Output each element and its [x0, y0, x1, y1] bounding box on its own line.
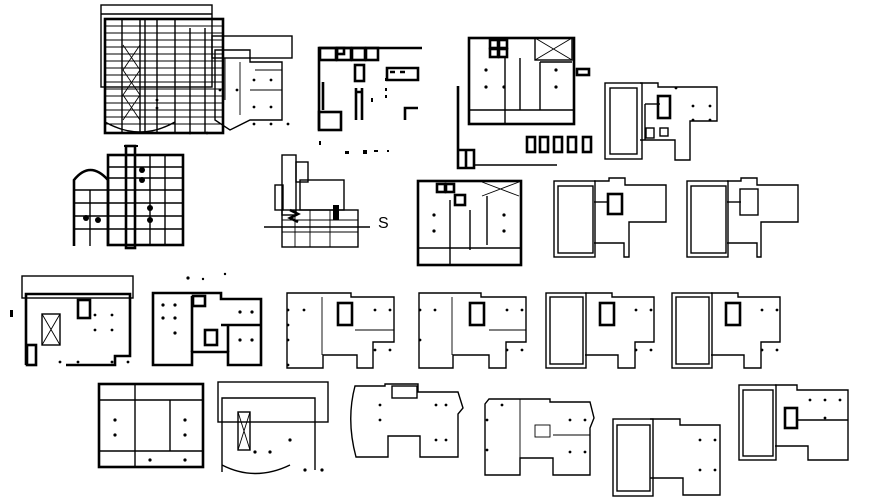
- plan-r4-4[interactable]: [484, 398, 595, 476]
- plan-r4-5[interactable]: [612, 418, 721, 497]
- plan-top-right[interactable]: [604, 82, 718, 161]
- plan-detail-core-1[interactable]: [317, 46, 422, 154]
- plan-r3-4[interactable]: [418, 292, 527, 369]
- plan-r4-1[interactable]: [97, 382, 205, 469]
- section-1[interactable]: [72, 144, 185, 250]
- plan-r4-2[interactable]: [217, 381, 329, 475]
- plan-r4-3[interactable]: [350, 383, 464, 458]
- section-2[interactable]: S: [264, 154, 389, 248]
- plan-core-dense[interactable]: [416, 179, 523, 267]
- plan-r3-2[interactable]: [151, 272, 263, 367]
- roof-plan-2[interactable]: [686, 177, 799, 258]
- plan-r3-1[interactable]: [10, 275, 134, 367]
- plan-r3-5[interactable]: [545, 292, 655, 369]
- section-marker-label: S: [378, 215, 389, 232]
- plan-r3-3[interactable]: [286, 292, 395, 369]
- plan-detail-core-2[interactable]: [456, 36, 593, 170]
- roof-plan-1[interactable]: [553, 177, 667, 258]
- elevation-tower-1[interactable]: [100, 4, 293, 147]
- plan-r3-6[interactable]: [671, 292, 781, 369]
- plan-r4-6[interactable]: [738, 384, 849, 461]
